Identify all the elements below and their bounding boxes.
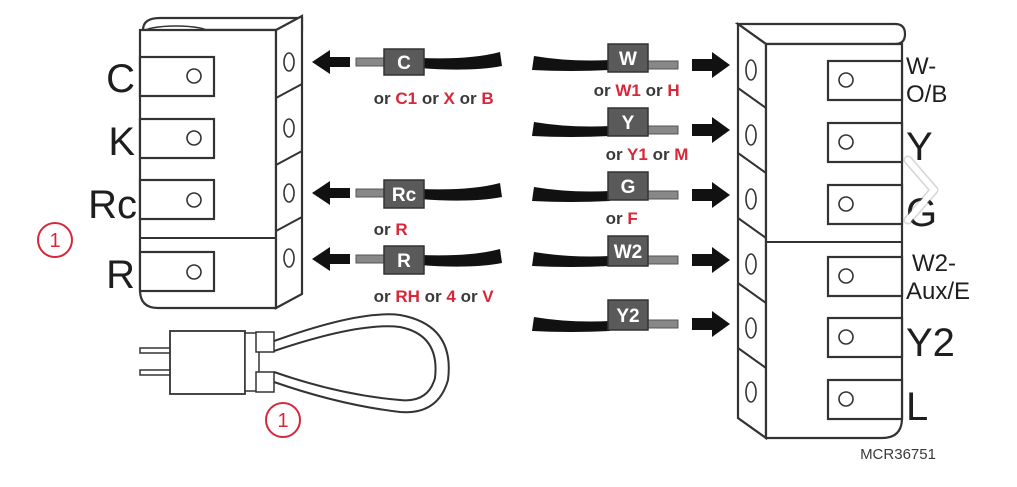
right-terminal-label-ob: O/B: [906, 81, 947, 108]
right-wire-w: W: [532, 43, 730, 78]
wire-tag: [607, 43, 649, 73]
arrow-left-icon: [312, 181, 350, 205]
wire-tag-label: G: [621, 177, 636, 198]
right-wire-y2: Y2: [532, 299, 730, 337]
jumper-callout-circle: 1: [265, 402, 301, 438]
left-terminal-label-k: K: [108, 120, 135, 164]
jumper-wire: [139, 313, 450, 414]
wire-tag-label: W: [619, 49, 637, 70]
wire-alternatives-w: or W1 or H: [570, 81, 694, 100]
wire-alternatives-r: or RH or 4 or V: [350, 287, 508, 306]
left-wire-rc: Rc: [312, 179, 502, 209]
left-terminal-label-rc: Rc: [88, 183, 137, 227]
wire-tag: [383, 48, 425, 76]
wire-tag-label: Rc: [392, 185, 417, 206]
wire-alternatives-c: or C1 or X or B: [350, 89, 508, 108]
wire-tag: [607, 171, 649, 201]
right-terminal-label-w2: W2-: [912, 250, 956, 277]
left-terminal-block: [138, 14, 304, 310]
arrow-right-icon: [692, 247, 730, 273]
wire-tag-label: R: [397, 251, 411, 272]
arrow-right-icon: [692, 52, 730, 78]
right-wire-y: Y: [532, 107, 730, 143]
arrow-right-icon: [692, 117, 730, 143]
left-terminal-label-r: R: [106, 253, 135, 297]
left-wire-c: C: [312, 48, 502, 76]
wire-tag-label: W2: [614, 242, 643, 263]
right-wire-g: G: [532, 171, 730, 208]
wire-tag: [383, 179, 425, 209]
wire-tag-label: C: [397, 53, 411, 74]
right-terminal-label-l: L: [906, 385, 928, 429]
wire-tag: [607, 235, 649, 267]
right-terminal-block: [734, 21, 907, 441]
right-terminal-label-y2: Y2: [906, 321, 955, 365]
figure-code: MCR36751: [860, 446, 936, 463]
chevron-right-icon: [903, 155, 939, 225]
left-wire-r: R: [312, 245, 502, 275]
wire-tag-label: Y: [622, 113, 635, 134]
wire-tag: [607, 107, 649, 137]
callout-circle-1: 1: [37, 222, 73, 258]
wire-alternatives-g: or F: [582, 209, 652, 228]
wire-alternatives-y: or Y1 or M: [582, 145, 703, 164]
wire-tag-label: Y2: [616, 306, 639, 327]
arrow-left-icon: [312, 50, 350, 74]
arrow-left-icon: [312, 247, 350, 271]
next-image-button[interactable]: [900, 150, 940, 230]
right-terminal-label-w: W-: [906, 53, 936, 80]
right-wire-w2: W2: [532, 235, 730, 273]
wire-tag: [383, 245, 425, 275]
left-terminal-label-c: C: [106, 57, 135, 101]
right-terminal-label-auxe: Aux/E: [906, 278, 970, 305]
wire-alternatives-rc: or R: [350, 220, 422, 239]
callout-number: 1: [49, 230, 60, 252]
wire-tag: [607, 299, 649, 331]
arrow-right-icon: [692, 182, 730, 208]
arrow-right-icon: [692, 311, 730, 337]
jumper-callout-number: 1: [277, 410, 288, 432]
